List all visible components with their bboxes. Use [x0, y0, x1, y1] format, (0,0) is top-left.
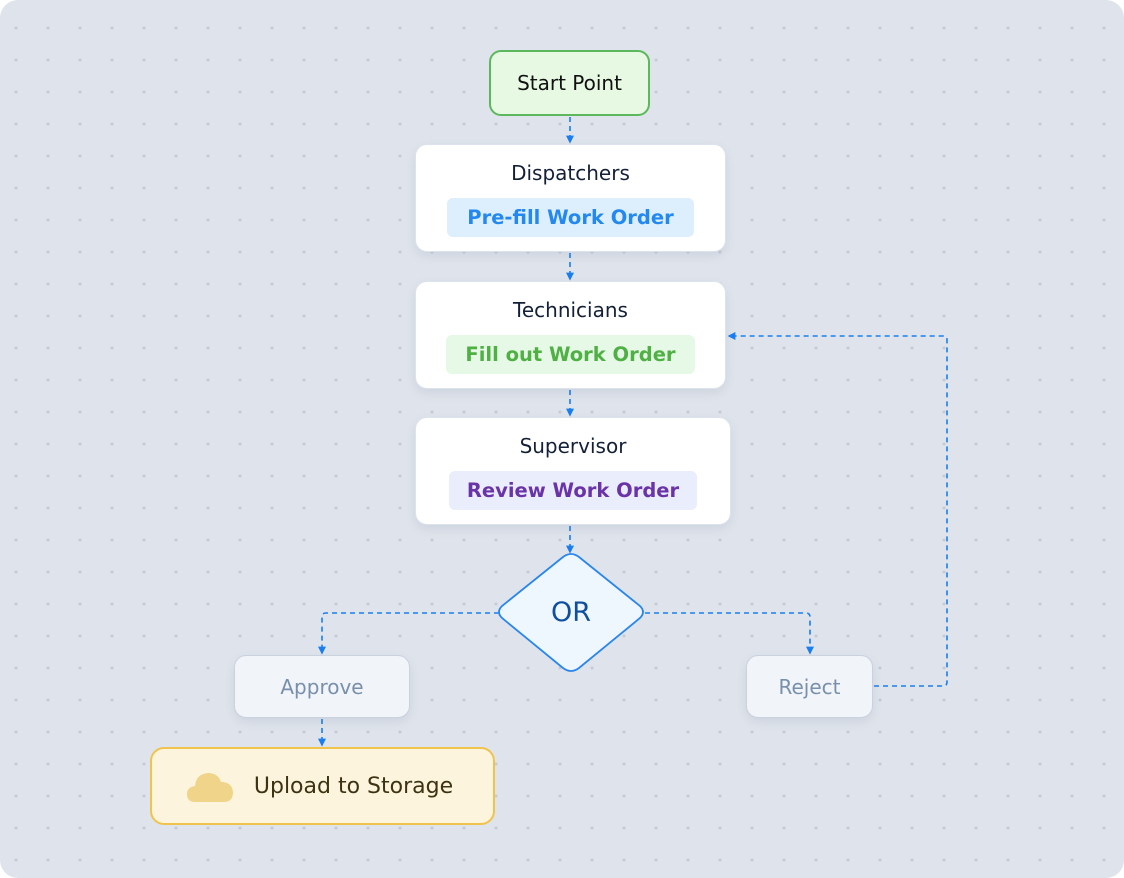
decision-label: OR	[550, 596, 591, 628]
dispatchers-node[interactable]: Dispatchers Pre-fill Work Order	[415, 144, 726, 252]
upload-label: Upload to Storage	[253, 773, 454, 799]
start-point-label: Start Point	[517, 71, 622, 95]
reject-label: Reject	[778, 674, 841, 699]
supervisor-node[interactable]: Supervisor Review Work Order	[415, 417, 731, 525]
role-label: Dispatchers	[511, 161, 630, 185]
link-reject-technicians	[727, 332, 948, 687]
start-point-node[interactable]: Start Point	[489, 50, 650, 116]
decision-node[interactable]: OR	[511, 566, 631, 658]
decision-diamond	[498, 553, 644, 672]
approve-node[interactable]: Approve	[234, 655, 410, 718]
link-decision-reject	[645, 612, 814, 655]
upload-to-storage-node[interactable]: Upload to Storage	[150, 747, 495, 825]
reject-node[interactable]: Reject	[746, 655, 873, 718]
approve-label: Approve	[280, 674, 364, 699]
role-label: Supervisor	[519, 434, 627, 458]
cloud-icon	[186, 773, 233, 802]
role-label: Technicians	[513, 298, 628, 322]
action-pill: Pre-fill Work Order	[447, 198, 694, 237]
link-decision-approve	[318, 612, 499, 655]
technicians-node[interactable]: Technicians Fill out Work Order	[415, 281, 726, 389]
action-pill: Fill out Work Order	[446, 335, 695, 374]
action-pill: Review Work Order	[448, 471, 698, 510]
